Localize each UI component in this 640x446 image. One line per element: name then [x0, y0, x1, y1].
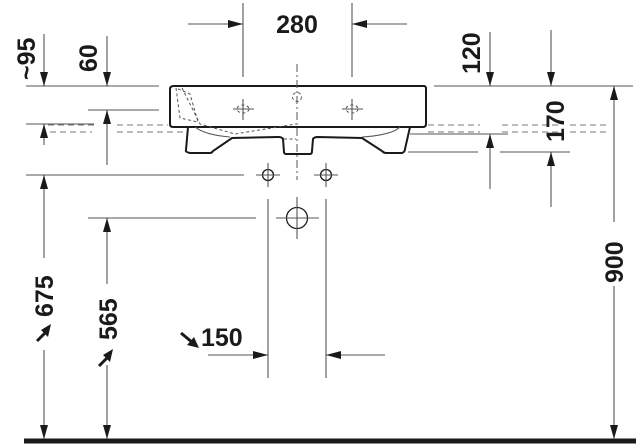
tap-hole-right-icon: [342, 99, 363, 120]
dimension-150: 150: [180, 199, 385, 378]
dimension-565-marker-arrow-icon: [97, 349, 113, 368]
dimension-675-marker-arrow-icon: [35, 324, 51, 343]
dimension-675-label: 675: [31, 275, 59, 317]
supply-connection-right-icon: [314, 163, 338, 187]
dimension-95: ~95: [13, 34, 48, 145]
supply-connection-left-icon: [256, 163, 280, 187]
dimension-280: 280: [188, 3, 407, 77]
dimension-150-label: 150: [201, 324, 243, 352]
tap-hole-left-icon: [233, 99, 254, 120]
dimension-95-label: ~95: [13, 37, 41, 80]
dimension-565: 565: [95, 218, 123, 439]
dimension-120: 120: [458, 32, 494, 189]
dimension-170: 170: [542, 30, 570, 207]
dimension-60: 60: [75, 36, 111, 165]
dimension-675: 675: [31, 175, 59, 439]
dimension-280-label: 280: [276, 11, 318, 39]
dimension-120-label: 120: [458, 32, 486, 74]
dimension-170-label: 170: [542, 100, 570, 142]
dimension-150-marker-arrow-icon: [180, 331, 199, 348]
dimension-900: 900: [601, 86, 629, 439]
dimension-900-label: 900: [601, 241, 629, 283]
washbasin-outline: [169, 64, 427, 160]
dimension-565-label: 565: [95, 298, 123, 340]
drain-connection-icon: [276, 197, 319, 239]
dimension-60-label: 60: [75, 44, 103, 72]
